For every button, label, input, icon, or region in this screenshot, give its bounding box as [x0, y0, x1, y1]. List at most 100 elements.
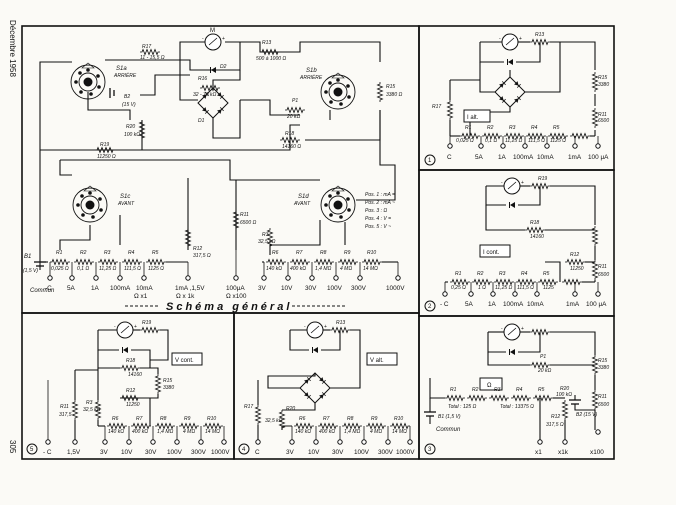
p2-r3: R3 [499, 271, 506, 277]
p1-r17: R17 [432, 104, 441, 110]
p1-r2: R2 [487, 125, 494, 131]
panel-4: V alt. 4 R13 R17 R20 R6 R7 R8 R9 R10 32,… [238, 320, 415, 456]
r7-value: 400 kΩ [290, 266, 306, 272]
p3-r20: R20 [560, 386, 569, 392]
p2-r12: R12 [570, 252, 579, 258]
p3-r3: R3 [494, 387, 501, 393]
p3-r11: R11 [598, 394, 607, 400]
r2-value: 0,1 Ω [77, 266, 89, 272]
r5-value: 1125 Ω [148, 266, 164, 272]
p2-v3: 111,5 Ω [517, 285, 534, 291]
p5-r18: R18 [126, 358, 135, 364]
p4-r6: R6 [299, 416, 306, 422]
r3-label: R3 [104, 250, 111, 256]
p4-tap2: 10V [308, 449, 320, 456]
badge-v-cont [171, 352, 203, 366]
label-s1c-sub: AVANT [117, 201, 135, 207]
p4-v5: 14 MΩ [392, 429, 407, 435]
label-s1a: S1a [116, 66, 127, 72]
p5-r10: R10 [207, 416, 216, 422]
p2-tap5: 1mA [566, 301, 580, 308]
label-commun: Commun [30, 288, 55, 294]
p4-tap5: 300V [378, 449, 394, 456]
label-r19: R19 [100, 142, 109, 148]
badge-i-alt-text: I alt. [467, 115, 479, 121]
p4-r9: R9 [371, 416, 378, 422]
position-legend: Pos. 1 : mA = Pos. 2 : mA ~ Pos. 3 : Ω P… [365, 192, 395, 230]
label-b1-val: (1,5 V) [23, 268, 38, 274]
tap-300v: 300V [351, 285, 367, 292]
p1-v3: 111,5 Ω [528, 138, 545, 144]
label-b2-val: (15 V) [122, 102, 136, 108]
p1-v5: 6500 [598, 118, 609, 124]
p2-v1: 1 Ω [478, 285, 486, 291]
label-m: M [210, 28, 215, 34]
p2-r1: R1 [455, 271, 462, 277]
battery-b1-panel3 [424, 411, 436, 417]
label-r20-val: 100 kΩ [124, 132, 140, 138]
badge-ohm-text: Ω [487, 383, 492, 389]
general-taps: -C 5A 1A 100mA 10mA 1mA ,1,5V 100μA Ω x1… [45, 285, 405, 300]
p4-v4: 4 MΩ [370, 429, 382, 435]
battery-b1 [34, 261, 46, 267]
label-b2: B2 [124, 94, 130, 100]
p4-tap0: C [255, 449, 260, 456]
r1-value: 0,025 Ω [51, 266, 69, 272]
panel-5-number-text: 5 [30, 447, 34, 453]
p1-r1: R1 [465, 125, 472, 131]
p5-r15: R15 [163, 378, 172, 384]
position-4: Pos. 4 : V = [365, 216, 391, 222]
p5-v8: 14 MΩ [205, 429, 220, 435]
p2-r19: R19 [538, 176, 547, 182]
label-d1: D1 [198, 118, 205, 124]
p2-r18: R18 [530, 220, 539, 226]
label-r16-val: 32 - 70 kΩ [193, 92, 216, 98]
switch-s1b [320, 72, 356, 110]
panel-2-number-text: 2 [428, 304, 432, 310]
date-label: Décembre 1958 [8, 20, 17, 77]
p5-r9: R9 [184, 416, 191, 422]
r6-label: R6 [272, 250, 279, 256]
r4-value: 111,5 Ω [124, 266, 141, 272]
p3-tap1: x1k [558, 449, 569, 456]
general-low-resistors: R1 R2 R3 R4 R5 0,025 Ω 0,1 Ω 11,25 Ω 111… [51, 250, 164, 272]
p3-tap0: x1 [535, 449, 542, 456]
label-d2: D2 [220, 64, 227, 70]
p5-v6: 1,4 MΩ [157, 429, 174, 435]
p1-r5: R5 [553, 125, 560, 131]
p2-r2: R2 [477, 271, 484, 277]
label-s1a-sub: ARRIÈRE [113, 72, 137, 79]
p4-tap4: 100V [354, 449, 370, 456]
p1-v0: 0,025 Ω [456, 138, 474, 144]
p2-tap1: 5A [465, 301, 474, 308]
frame-panel-3 [418, 315, 615, 460]
page-number: 305 [8, 440, 17, 454]
label-p1: P1 [292, 98, 298, 104]
p5-r19: R19 [142, 320, 151, 326]
label-r15-val: 3380 Ω [386, 92, 403, 98]
p2-r11: R11 [598, 264, 607, 270]
position-2: Pos. 2 : mA ~ [365, 200, 395, 206]
p5-v7: 4 MΩ [183, 429, 195, 435]
p5-v2: 11250 [126, 402, 140, 408]
p5-v3: 32,5 kΩ [83, 407, 101, 413]
p2-r5: R5 [543, 271, 550, 277]
p1-v6: 3380 [598, 82, 609, 88]
p1-tap2: 1A [498, 154, 507, 161]
p3-v6: Total : 13375 Ω [500, 404, 534, 410]
p5-tap2: 3V [100, 449, 109, 456]
panel-5-number [26, 443, 38, 455]
label-p1-val: 20 kΩ [286, 114, 300, 120]
p1-v2: 11,25 Ω [505, 138, 523, 144]
panel-5: V cont. 5 R19 R18 R15 R12 R3 R6 R7 R8 R9… [26, 320, 230, 456]
p4-r10: R10 [394, 416, 403, 422]
frame-panel-1 [418, 25, 615, 171]
panel-3-number-text: 3 [428, 447, 432, 453]
r6-value: 140 kΩ [266, 266, 282, 272]
position-3: Pos. 3 : Ω [365, 208, 387, 214]
label-r11: R11 [240, 212, 249, 218]
p3-v1: 3380 [598, 365, 609, 371]
p3-r15: R15 [598, 358, 607, 364]
p5-tap7: 1000V [211, 449, 230, 456]
